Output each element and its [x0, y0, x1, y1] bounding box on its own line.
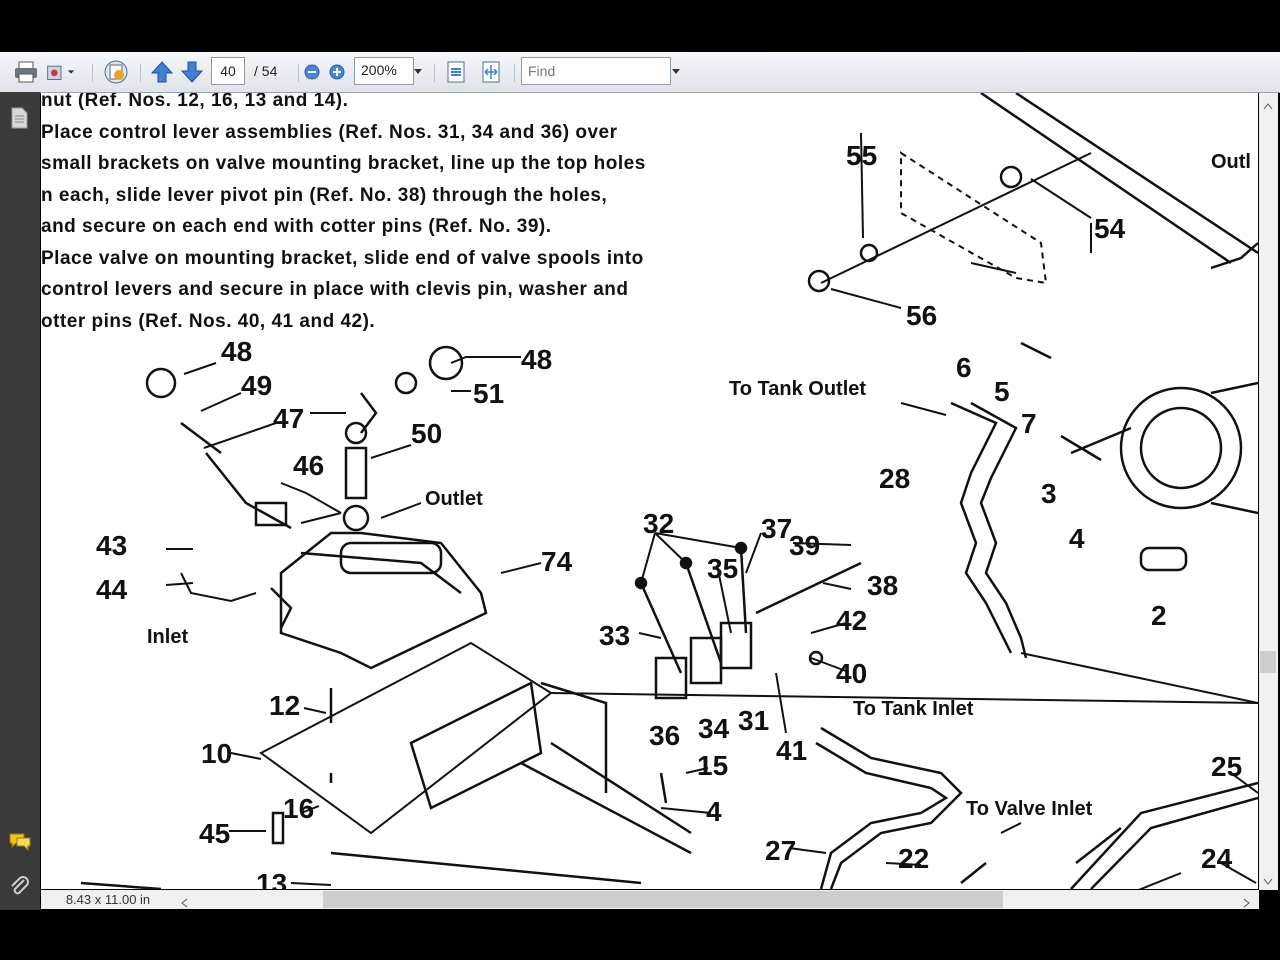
part-number-label: 12 [269, 690, 300, 721]
part-number-label: 13 [256, 868, 287, 889]
print-icon[interactable] [11, 58, 41, 86]
part-number-label: 38 [867, 570, 898, 601]
find-dropdown-arrow-icon[interactable] [669, 58, 683, 86]
part-number-label: 24 [1201, 843, 1233, 874]
valve-outlet-label: Outlet [425, 488, 483, 510]
part-number-label: 15 [697, 750, 728, 781]
part-number-label: 42 [836, 605, 867, 636]
part-number-label: 36 [649, 720, 680, 751]
zoom-input[interactable]: 200% [354, 57, 414, 85]
part-number-label: 54 [1094, 213, 1126, 244]
text-line: control levers and secure in place with … [41, 279, 629, 300]
part-number-label: 39 [789, 530, 820, 561]
part-number-label: 48 [221, 336, 252, 367]
part-number-label: 47 [273, 403, 304, 434]
toolbar-separator [514, 64, 515, 82]
scroll-down-icon[interactable] [1263, 873, 1273, 891]
text-line: small brackets on valve mounting bracket… [41, 153, 646, 174]
part-number-label: 49 [241, 370, 272, 401]
text-line: Place control lever assemblies (Ref. Nos… [41, 121, 618, 143]
part-number-label: 32 [643, 508, 674, 539]
part-number-label: 74 [541, 546, 573, 577]
zoom-out-icon[interactable] [302, 58, 322, 86]
bottom-black-bar [0, 910, 1280, 960]
part-number-label: 28 [879, 463, 910, 494]
part-number-label: 37 [761, 513, 792, 544]
to-tank-outlet-label: To Tank Outlet [729, 378, 866, 400]
part-number-label: 46 [293, 450, 324, 481]
part-number-label: 56 [906, 300, 937, 331]
part-number-label: 4 [1069, 523, 1085, 554]
part-number-label: 45 [199, 818, 230, 849]
part-number-label: 4 [706, 796, 722, 827]
text-line: nut (Ref. Nos. 12, 16, 13 and 14). [41, 93, 349, 111]
part-number-label: 43 [96, 530, 127, 561]
part-number-label: 27 [765, 835, 796, 866]
page-total-label: / 54 [254, 63, 278, 79]
pdf-page-view[interactable]: nut (Ref. Nos. 12, 16, 13 and 14). Place… [41, 93, 1258, 889]
outlet-label: Outl [1211, 151, 1251, 173]
page-number-input[interactable] [211, 57, 245, 85]
text-line: n each, slide lever pivot pin (Ref. No. … [41, 184, 608, 206]
vertical-scroll-thumb[interactable] [1260, 651, 1276, 673]
part-number-label: 44 [96, 574, 128, 605]
part-number-label: 33 [599, 620, 630, 651]
part-number-label: 25 [1211, 751, 1242, 782]
top-black-bar [0, 0, 1280, 52]
comments-icon[interactable] [8, 832, 32, 857]
text-line: and secure on each end with cotter pins … [41, 216, 552, 237]
fit-page-icon[interactable] [441, 58, 471, 86]
part-number-label: 7 [1021, 408, 1037, 439]
part-number-label: 22 [898, 843, 929, 874]
toolbar-separator [434, 64, 435, 82]
save-icon[interactable] [46, 58, 76, 86]
part-number-label: 10 [201, 738, 232, 769]
select-icon[interactable] [101, 58, 131, 86]
zoom-in-icon[interactable] [327, 58, 347, 86]
vertical-scrollbar[interactable] [1259, 93, 1278, 890]
part-number-label: 51 [473, 378, 504, 409]
toolbar-separator [298, 64, 299, 82]
horizontal-scroll-thumb[interactable] [323, 891, 1003, 908]
part-number-label: 31 [738, 705, 769, 736]
part-number-label: 35 [707, 553, 738, 584]
toolbar-separator [92, 64, 93, 82]
part-number-label: 5 [994, 376, 1010, 407]
scroll-up-icon[interactable] [1263, 97, 1273, 115]
fit-width-icon[interactable] [476, 58, 506, 86]
part-number-label: 50 [411, 418, 442, 449]
part-number-label: 16 [283, 793, 314, 824]
zoom-dropdown-arrow-icon[interactable] [411, 58, 425, 86]
find-input[interactable] [521, 57, 671, 85]
toolbar-separator [140, 64, 141, 82]
text-line: otter pins (Ref. Nos. 40, 41 and 42). [41, 310, 376, 332]
pages-icon[interactable] [8, 106, 30, 135]
scroll-right-icon[interactable] [1243, 895, 1251, 913]
horizontal-scrollbar[interactable] [175, 890, 1259, 909]
next-page-icon[interactable] [177, 58, 207, 86]
part-number-label: 34 [698, 713, 730, 744]
part-number-label: 55 [846, 140, 877, 171]
page-size-status: 8.43 x 11.00 in [41, 890, 175, 909]
part-number-label: 40 [836, 658, 867, 689]
to-tank-inlet-label: To Tank Inlet [853, 698, 974, 720]
to-valve-inlet-label: To Valve Inlet [966, 798, 1093, 820]
instruction-text: nut (Ref. Nos. 12, 16, 13 and 14). Place… [41, 93, 731, 337]
part-number-label: 41 [776, 735, 807, 766]
attachments-icon[interactable] [8, 874, 30, 903]
part-number-label: 48 [521, 344, 552, 375]
part-number-label: 6 [956, 352, 972, 383]
part-number-label: 3 [1041, 478, 1057, 509]
navigation-sidebar [0, 92, 40, 910]
prev-page-icon[interactable] [147, 58, 177, 86]
hydraulic-exploded-diagram: 55 54 56 6 5 7 3 4 2 28 48 49 47 51 48 5… [80, 93, 1258, 889]
text-line: Place valve on mounting bracket, slide e… [41, 247, 644, 269]
part-number-label: 2 [1151, 600, 1167, 631]
scroll-left-icon[interactable] [180, 895, 188, 913]
valve-inlet-label: Inlet [147, 626, 188, 648]
